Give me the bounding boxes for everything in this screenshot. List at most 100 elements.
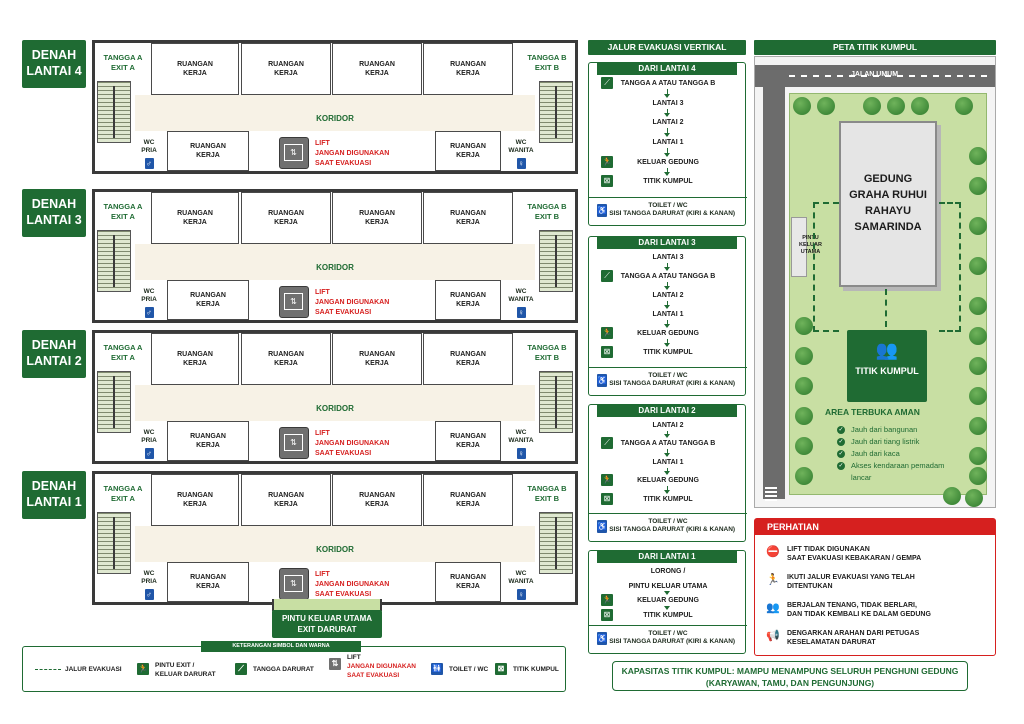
corridor-label: KORIDOR — [316, 114, 354, 123]
wc-wanita-l2: WANITA — [508, 147, 534, 154]
female-toilet-icon: ♀ — [516, 307, 526, 318]
tree-icon — [969, 257, 987, 275]
room-l1: RUANGAN — [268, 492, 304, 499]
assembly-map: JALAN UMUM PINTU KELUAR UTAMA GEDUNG GRA… — [754, 56, 996, 508]
room-l2: KERJA — [365, 501, 389, 508]
warning-l1: LIFT TIDAK DIGUNAKAN — [787, 546, 870, 553]
main-gate — [791, 217, 807, 277]
building-l2: GRAHA RUHUI — [849, 189, 927, 201]
down-arrow-icon — [664, 263, 670, 271]
down-arrow-icon — [664, 108, 670, 117]
checklist-text: Jauh dari kaca — [851, 449, 900, 458]
wc-wanita-l1: WC — [515, 288, 527, 295]
corridor-area — [135, 526, 535, 562]
assembly-sign-label: TITIK KUMPUL — [855, 366, 919, 376]
lift-l3: SAAT EVAKUASI — [315, 309, 372, 316]
room-l2: KERJA — [183, 501, 207, 508]
down-arrow-icon — [664, 89, 670, 98]
tree-icon — [863, 97, 881, 115]
down-arrow-icon — [664, 282, 670, 290]
floor-label-line1: DENAH — [31, 48, 77, 62]
lift-l1: LIFT — [315, 571, 330, 578]
route-title: DARI LANTAI 4 — [597, 62, 737, 75]
toilet-icon: ♿ — [597, 520, 607, 533]
warning-l2: DITENTUKAN — [787, 583, 833, 590]
stair-a — [97, 81, 131, 143]
tree-icon — [969, 327, 987, 345]
lift-l1: LIFT — [315, 140, 330, 147]
stair-a — [97, 230, 131, 292]
lift-icon: ⇅ — [279, 286, 309, 318]
tree-icon — [795, 407, 813, 425]
tree-icon — [955, 97, 973, 115]
tree-icon — [969, 417, 987, 435]
floor-label-line1: DENAH — [31, 338, 77, 352]
route-step: TITIK KUMPUL — [643, 178, 693, 186]
wc-wanita-l1: WC — [515, 139, 527, 146]
lift-l1: LIFT — [315, 430, 330, 437]
floor-label-line1: DENAH — [31, 197, 77, 211]
checklist-item: ✓Jauh dari kaca — [837, 449, 900, 459]
legend-stair: ⟋ TANGGA DARURAT — [235, 663, 314, 675]
stair-a-l2: EXIT A — [111, 494, 135, 503]
toilet-l1: TOILET / WC — [648, 202, 688, 209]
lift-l2: JANGAN DIGUNAKAN — [315, 440, 390, 447]
wc-wanita-l1: WC — [515, 570, 527, 577]
toilet-l1: TOILET / WC — [648, 372, 688, 379]
room-l1: RUANGAN — [450, 492, 486, 499]
tree-icon — [795, 377, 813, 395]
tree-icon — [969, 217, 987, 235]
capacity-line1: KAPASITAS TITIK KUMPUL: MAMPU MENAMPUNG … — [621, 666, 959, 676]
room-l1: RUANGAN — [268, 61, 304, 68]
route-step: KELUAR GEDUNG — [637, 330, 699, 337]
main-exit-stub — [272, 599, 382, 611]
capacity-line2: (KARYAWAN, TAMU, DAN PENGUNJUNG) — [705, 678, 875, 688]
route-step: LANTAI 3 — [652, 254, 684, 261]
route-step: LORONG / — [650, 568, 686, 575]
room-l1: RUANGAN — [450, 351, 486, 358]
stair-a-l1: TANGGA A — [103, 202, 143, 211]
warning-l1: BERJALAN TENANG, TIDAK BERLARI, — [787, 602, 917, 609]
exit-run-icon: 🏃 — [601, 155, 613, 168]
tree-icon — [793, 97, 811, 115]
stair-b-l1: TANGGA B — [527, 343, 567, 352]
legend-lift-l2: JANGAN DIGUNAKAN — [347, 663, 416, 670]
room-l1: RUANGAN — [190, 292, 226, 299]
road-horizontal — [755, 65, 995, 87]
gate-label: PINTU KELUAR UTAMA — [799, 235, 822, 256]
stair-a — [97, 371, 131, 433]
warning-l1: DENGARKAN ARAHAN DARI PETUGAS — [787, 630, 920, 637]
down-arrow-icon — [664, 148, 670, 157]
road-label: JALAN UMUM — [851, 71, 899, 78]
room-l2: KERJA — [365, 70, 389, 77]
lift-l2: JANGAN DIGUNAKAN — [315, 299, 390, 306]
room-l1: RUANGAN — [177, 210, 213, 217]
toilet-icon: 🚻 — [431, 663, 443, 675]
room-l1: RUANGAN — [359, 351, 395, 358]
stair-b-l2: EXIT B — [534, 63, 560, 72]
wc-pria-l1: WC — [143, 429, 155, 436]
exit-run-icon: 🏃 — [766, 574, 780, 586]
room-l1: RUANGAN — [450, 210, 486, 217]
room-l1: RUANGAN — [450, 574, 486, 581]
route-step: KELUAR GEDUNG — [637, 477, 699, 485]
stair-a-l1: TANGGA A — [103, 343, 143, 352]
tree-icon — [795, 437, 813, 455]
corridor-label: KORIDOR — [316, 545, 354, 554]
tree-icon — [969, 357, 987, 375]
building: GEDUNG GRAHA RUHUI RAHAYU SAMARINDA — [839, 121, 937, 287]
